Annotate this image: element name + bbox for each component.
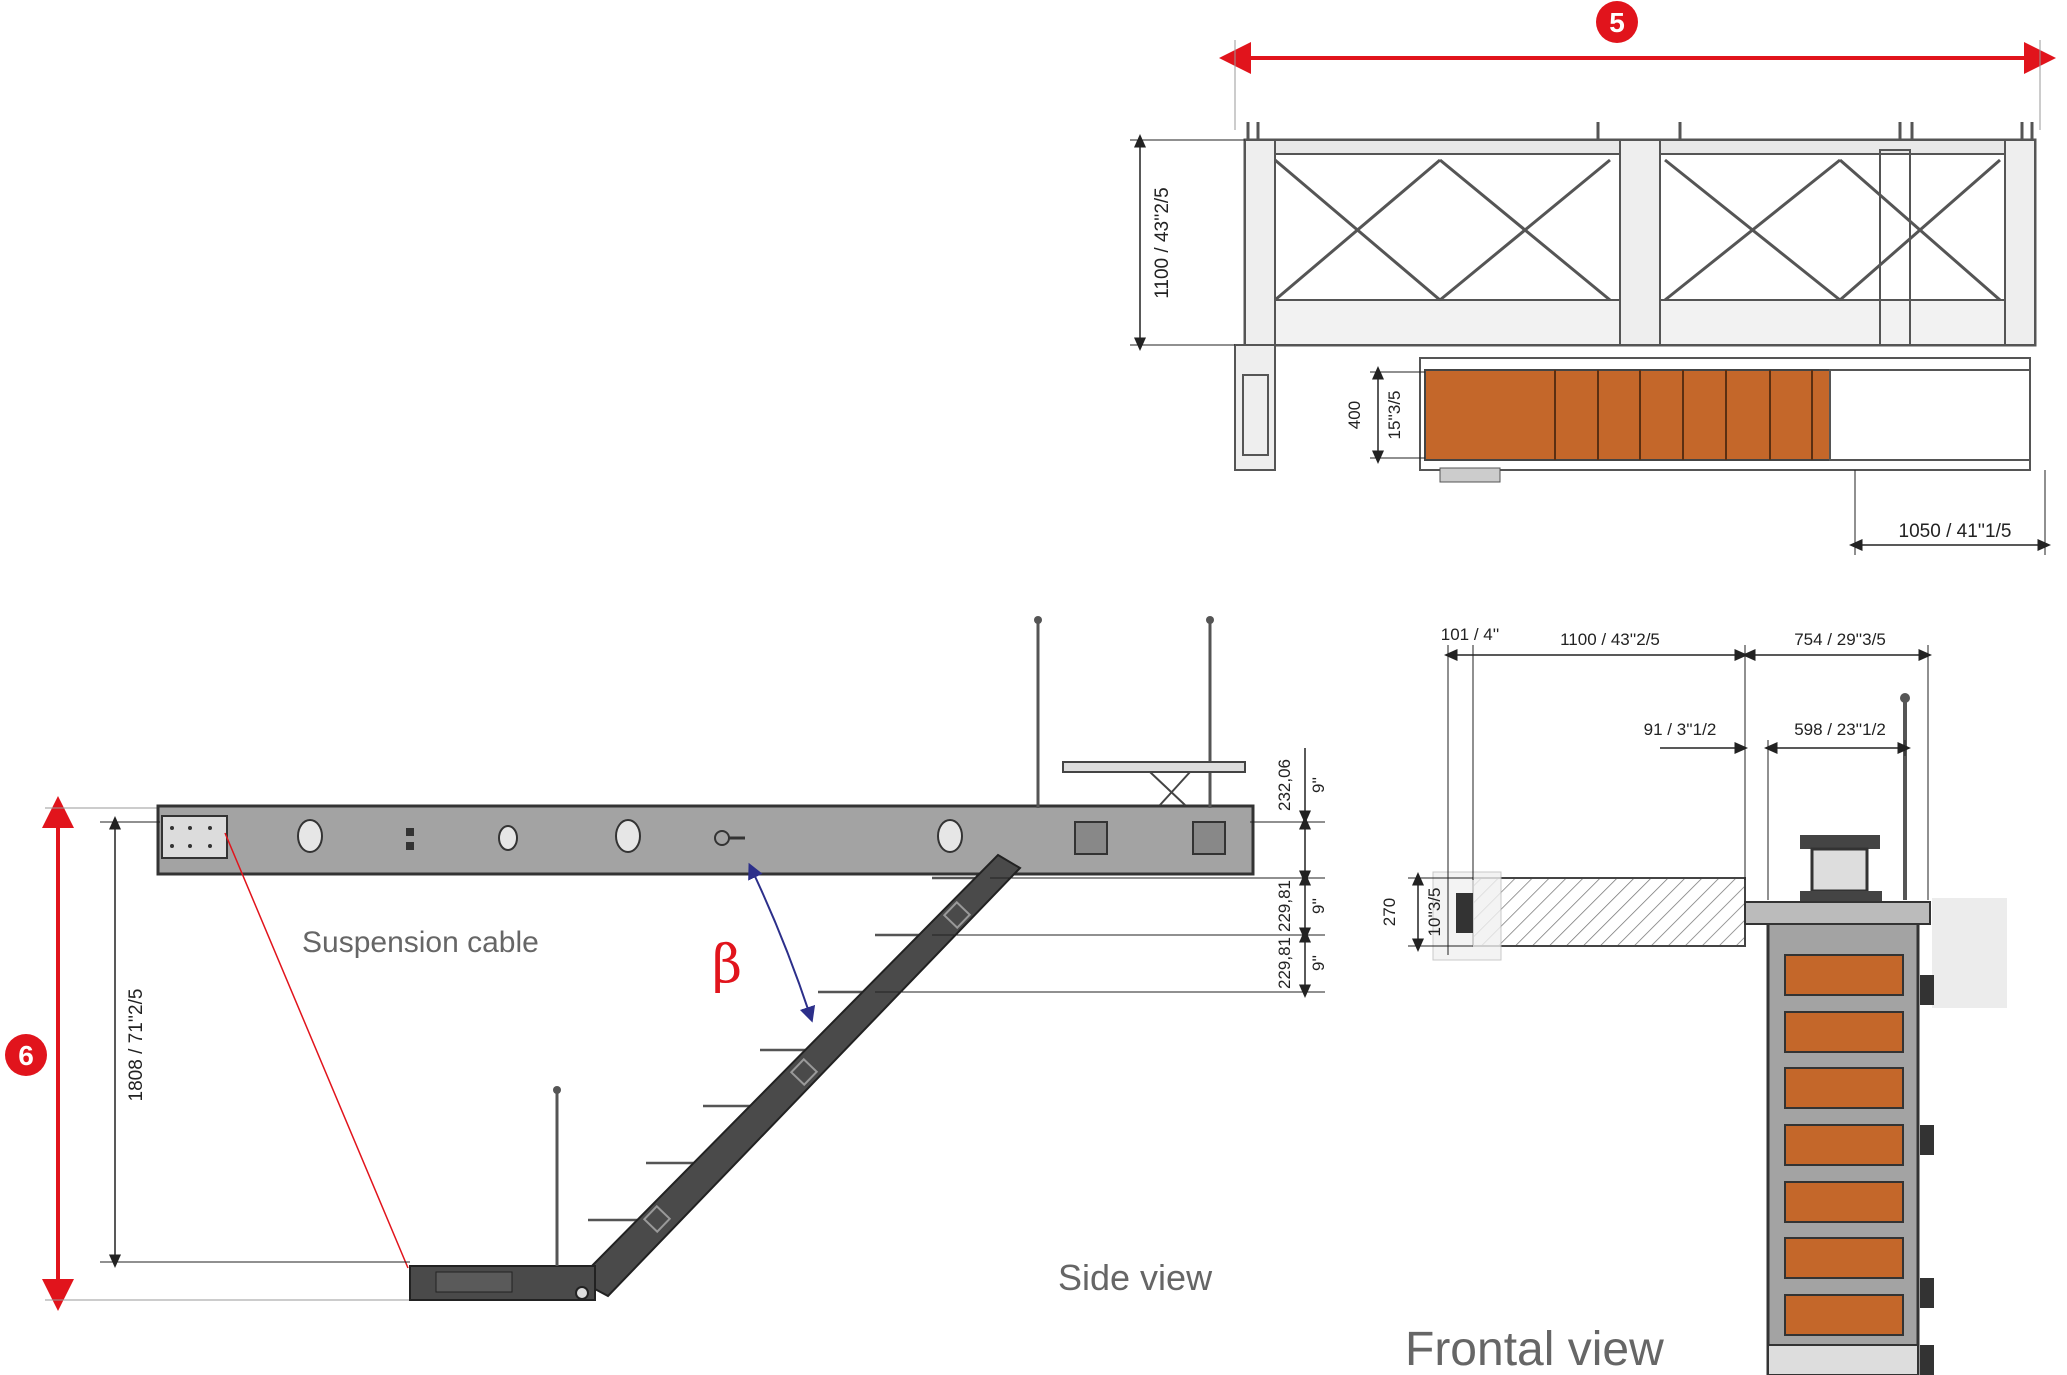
badge-5-label: 5 — [1609, 7, 1625, 38]
dim-1050: 1050 / 41''1/5 — [1899, 521, 2012, 542]
dim-15in: 15''3/5 — [1385, 390, 1404, 439]
frontal-treads — [1784, 954, 1904, 1336]
upper-beam — [156, 804, 1255, 876]
badge-5 — [1596, 1, 1638, 43]
top-treads — [1424, 369, 1831, 461]
beta-label: β — [712, 935, 742, 995]
stair-stringer — [576, 853, 1022, 1298]
side-view-label: Side view — [1058, 1257, 1213, 1298]
dim-10in: 10''3/5 — [1425, 887, 1444, 936]
dim-754: 754 / 29''3/5 — [1794, 630, 1886, 649]
hatched-platform — [1472, 877, 1746, 947]
frontal-view-label: Frontal view — [1405, 1323, 1664, 1375]
dim-9in-b: 9'' — [1309, 898, 1328, 914]
badge-6-label: 6 — [18, 1040, 34, 1071]
suspension-cable-label: Suspension cable — [302, 926, 539, 959]
dim-101: 101 / 4'' — [1441, 625, 1499, 644]
dim-229-b: 229,81 — [1275, 937, 1294, 989]
dim-598: 598 / 23''1/2 — [1794, 720, 1886, 739]
dim-270: 270 — [1380, 898, 1399, 926]
dim-1808: 1808 / 71''2/5 — [126, 989, 147, 1102]
dim-9in-a: 9'' — [1309, 777, 1328, 793]
dim-9in-c: 9'' — [1309, 955, 1328, 971]
dim-91: 91 / 3''1/2 — [1644, 720, 1717, 739]
dim-1100-front: 1100 / 43''2/5 — [1560, 630, 1660, 649]
dim-400: 400 — [1345, 401, 1364, 429]
top-view: 5 — [1130, 1, 2056, 555]
dim-1100-top: 1100 / 43''2/5 — [1152, 187, 1173, 299]
suspension-cable — [224, 832, 409, 1269]
dim-232: 232,06 — [1275, 759, 1294, 811]
dim-229-a: 229,81 — [1275, 880, 1294, 932]
frontal-view: 101 / 4'' 1100 / 43''2/5 754 / 29''3/5 9… — [1380, 625, 2007, 1375]
badge-6 — [5, 1034, 47, 1076]
side-view: 6 — [5, 616, 1328, 1311]
angle-arc — [748, 862, 816, 1023]
